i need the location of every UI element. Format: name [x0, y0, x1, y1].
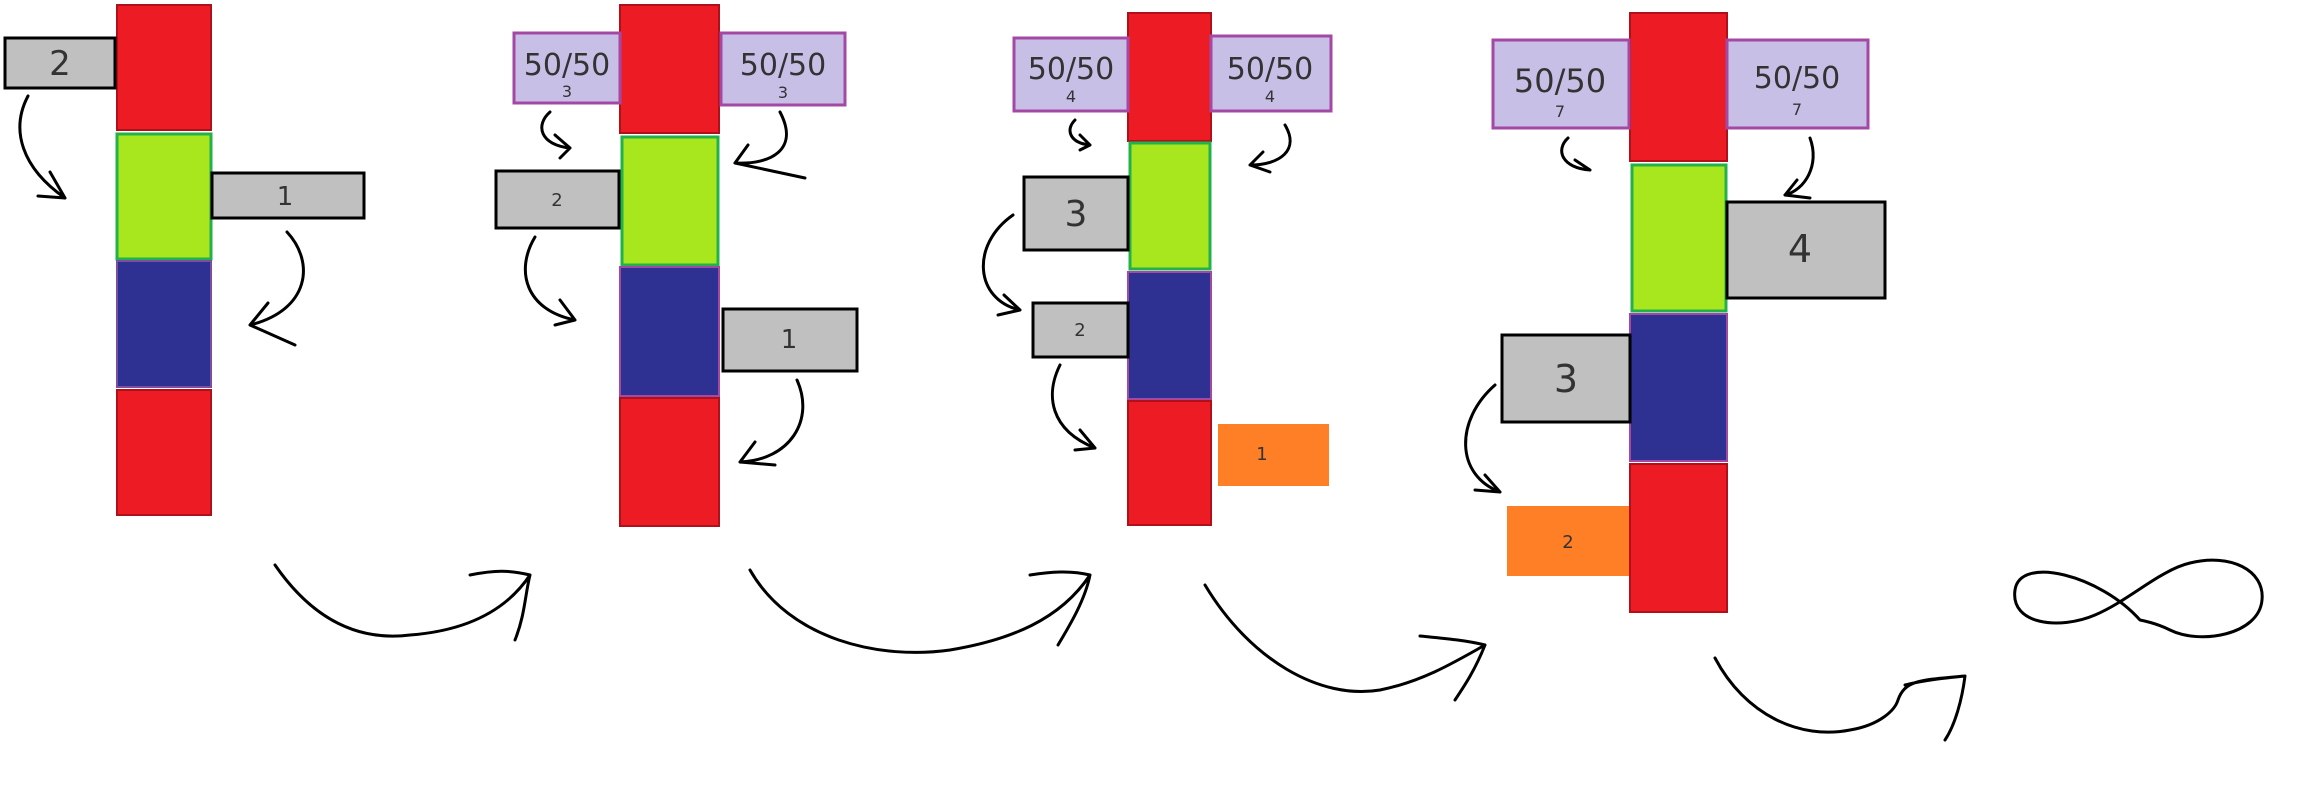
- tower-segment-green: [115, 132, 213, 261]
- tower-segment-blue: [116, 260, 212, 388]
- curved-arrow: [1783, 136, 1815, 200]
- label-subtext: 3: [562, 82, 572, 101]
- curved-arrow: [733, 110, 807, 180]
- label-text: 50/50: [1514, 62, 1606, 100]
- label-text: 1: [277, 182, 294, 212]
- tower-segment-red: [1127, 12, 1212, 142]
- label-text: 50/50: [1227, 52, 1313, 87]
- curved-arrow: [248, 230, 305, 347]
- label-box: 50/50 4: [1012, 36, 1130, 113]
- label-text: 2: [1074, 320, 1085, 341]
- label-box: 3: [1022, 175, 1130, 252]
- label-box: 1: [210, 171, 366, 220]
- label-text: 4: [1788, 227, 1812, 271]
- tower-2: [619, 4, 720, 527]
- panel-1: 2 1: [3, 4, 366, 516]
- label-box: 1: [721, 307, 859, 373]
- label-box: 1: [1218, 424, 1329, 486]
- label-subtext: 4: [1265, 87, 1275, 106]
- panel-4: 50/50 7 50/50 7 4 3 2: [1464, 12, 1887, 613]
- curved-arrow: [1464, 383, 1502, 494]
- label-box: 2: [1031, 301, 1130, 359]
- curved-arrow: [1068, 118, 1092, 152]
- curved-arrow: [523, 235, 577, 327]
- label-subtext: 3: [778, 83, 788, 102]
- label-text: 1: [1256, 444, 1267, 465]
- tower-segment-red: [116, 4, 212, 131]
- curved-arrow: [1248, 123, 1292, 174]
- tower-4: [1629, 12, 1728, 613]
- label-text: 2: [1562, 532, 1573, 553]
- tower-segment-red: [1629, 12, 1728, 162]
- curved-arrow: [738, 378, 805, 467]
- label-text: 50/50: [740, 48, 826, 83]
- tower-segment-red: [1127, 400, 1212, 526]
- curved-arrow: [1560, 136, 1592, 172]
- label-text: 50/50: [1754, 61, 1840, 96]
- label-box: 50/50 7: [1725, 38, 1870, 130]
- panel-3: 50/50 4 50/50 4 3 2 1: [981, 12, 1333, 526]
- label-text: 50/50: [1028, 52, 1114, 87]
- label-text: 2: [49, 44, 71, 84]
- tower-segment-red: [116, 389, 212, 516]
- infinity-symbol: [2013, 558, 2264, 639]
- tower-1: [115, 4, 213, 516]
- label-text: 3: [1065, 194, 1088, 235]
- panel-2: 50/50 3 50/50 3 2 1: [494, 4, 859, 527]
- label-box: 50/50 4: [1209, 34, 1333, 113]
- label-box: 50/50 7: [1491, 38, 1631, 130]
- label-box: 2: [1507, 506, 1629, 576]
- tower-segment-green: [1630, 163, 1728, 313]
- tower-segment-red: [1629, 463, 1728, 613]
- label-box: 4: [1725, 200, 1887, 300]
- label-subtext: 4: [1066, 87, 1076, 106]
- transition-arrow: [273, 563, 532, 642]
- label-box: 2: [3, 36, 117, 90]
- tower-segment-green: [620, 135, 720, 267]
- tower-segment-blue: [1127, 271, 1212, 400]
- transition-arrow: [748, 568, 1092, 654]
- label-text: 2: [551, 190, 562, 211]
- curved-arrow: [1051, 363, 1097, 452]
- tower-segment-blue: [619, 266, 720, 397]
- label-text: 3: [1554, 357, 1578, 401]
- label-text: 50/50: [524, 48, 610, 83]
- tower-segment-green: [1128, 141, 1212, 271]
- curved-arrow: [540, 110, 572, 160]
- tower-3: [1127, 12, 1212, 526]
- curved-arrow: [18, 94, 67, 200]
- label-box: 3: [1500, 333, 1632, 424]
- tower-segment-red: [619, 4, 720, 134]
- tower-segment-blue: [1629, 313, 1728, 462]
- label-subtext: 7: [1792, 100, 1802, 119]
- label-subtext: 7: [1555, 102, 1565, 121]
- label-box: 50/50 3: [719, 31, 847, 107]
- label-box: 2: [494, 169, 621, 230]
- tower-segment-red: [619, 397, 720, 527]
- curved-arrow: [981, 213, 1022, 317]
- transition-arrow: [1713, 656, 1967, 742]
- label-text: 1: [781, 325, 798, 355]
- label-box: 50/50 3: [512, 31, 622, 105]
- transition-arrow: [1203, 583, 1487, 702]
